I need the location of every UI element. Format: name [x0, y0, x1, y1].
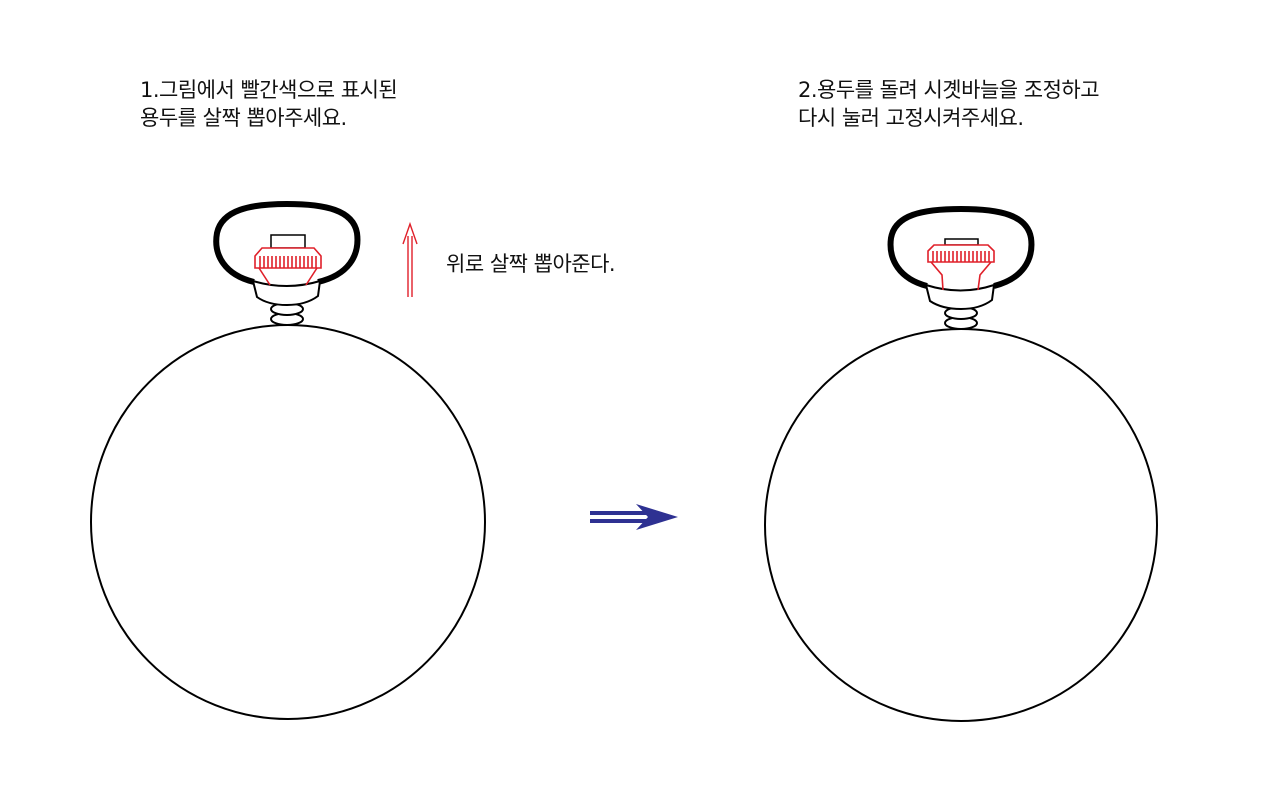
- watch-case: [764, 328, 1158, 722]
- pendant: [251, 279, 322, 307]
- step1-line1: 1.그림에서 빨간색으로 표시된: [140, 78, 398, 102]
- step2-line2: 다시 눌러 고정시켜주세요.: [798, 106, 1024, 130]
- step2-instruction: 2.용두를 돌려 시곗바늘을 조정하고 다시 눌러 고정시켜주세요.: [798, 76, 1100, 132]
- watch-bow: [213, 200, 361, 285]
- step1-line2: 용두를 살짝 뽑아주세요.: [140, 106, 347, 130]
- arrow-up-icon: [402, 221, 418, 297]
- crown: [927, 244, 995, 291]
- double-arrow-right-icon: [590, 504, 678, 530]
- watch-pushed: [764, 205, 1158, 722]
- pull-label: 위로 살짝 뽑아준다.: [446, 252, 616, 276]
- watch-bow: [887, 205, 1035, 289]
- crown-cap: [944, 238, 979, 246]
- watch-pulled: [90, 200, 486, 720]
- watch-case: [90, 324, 486, 720]
- crown: [254, 247, 322, 286]
- step2-line1: 2.용두를 돌려 시곗바늘을 조정하고: [798, 78, 1100, 102]
- step1-instruction: 1.그림에서 빨간색으로 표시된 용두를 살짝 뽑아주세요.: [140, 76, 398, 132]
- pendant: [924, 283, 996, 311]
- crown-cap: [270, 234, 306, 249]
